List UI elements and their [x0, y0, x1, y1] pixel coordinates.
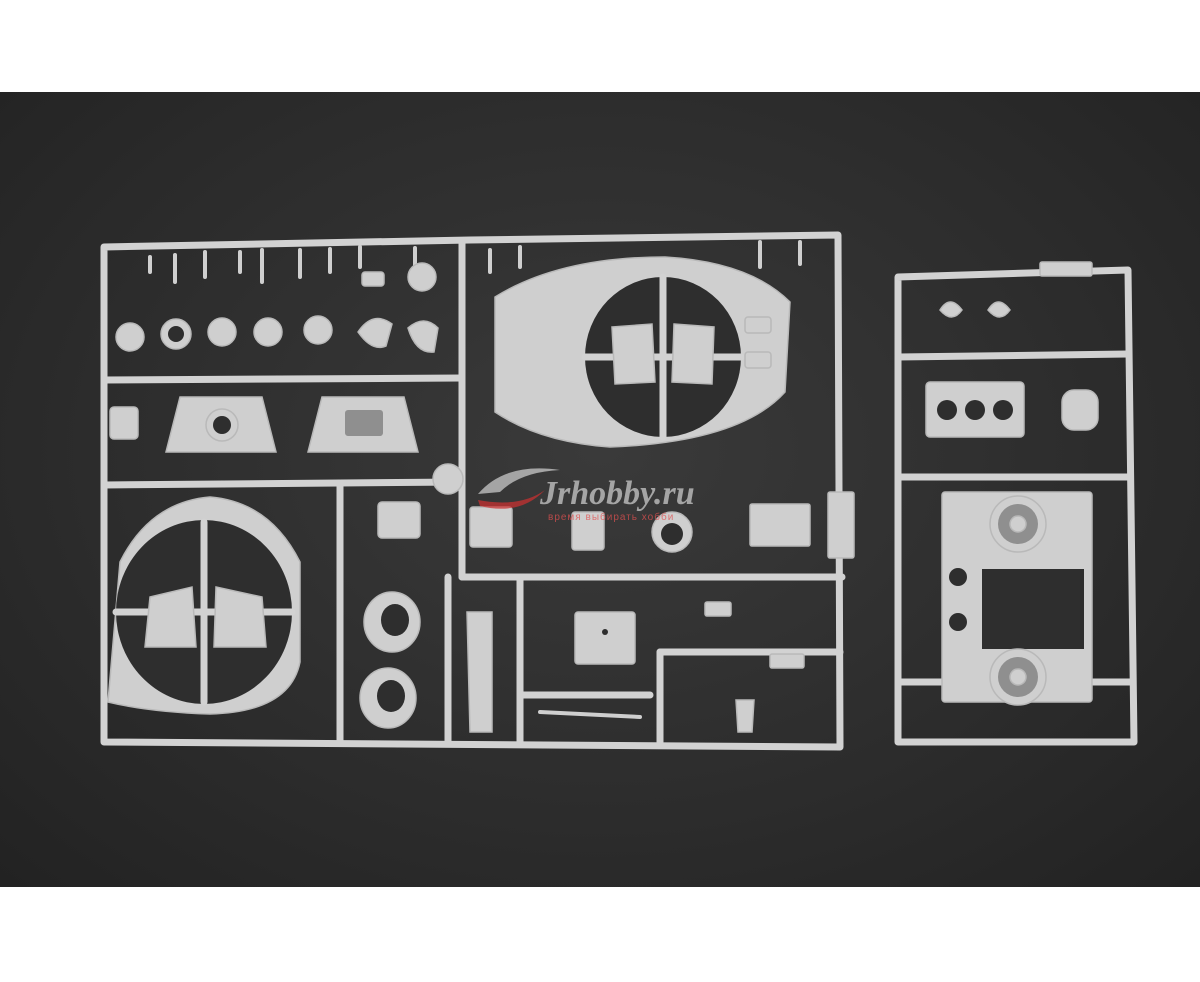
cupola-parts — [359, 591, 421, 729]
watermark: Jrhobby.ru время выбирать хобби — [478, 468, 695, 523]
engine-deck-upper — [925, 381, 1099, 438]
turret-ring-left — [107, 496, 301, 715]
watermark-brand-text: Jrhobby.ru — [539, 475, 695, 512]
small-sprue — [894, 261, 1138, 746]
photo-background: Jrhobby.ru время выбирать хобби — [0, 92, 1200, 887]
turret-top-center — [494, 256, 791, 448]
round-parts-row — [115, 315, 439, 353]
mantlet-parts — [109, 396, 419, 453]
sprue-photo: Jrhobby.ru время выбирать хобби — [100, 231, 1138, 751]
watermark-tagline-text: время выбирать хобби — [548, 511, 674, 523]
engine-deck-main — [941, 491, 1093, 706]
large-sprue — [100, 231, 855, 751]
swoosh-car-icon — [478, 468, 560, 509]
